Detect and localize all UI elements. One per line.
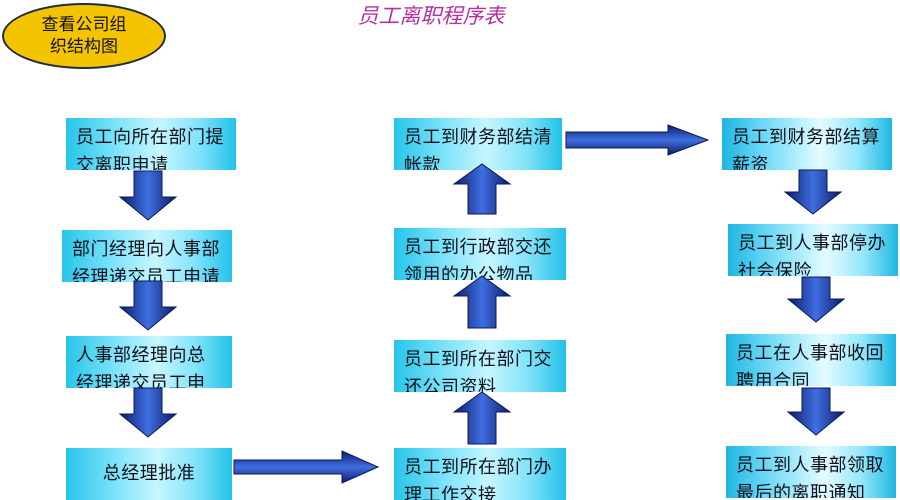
step-submit-resignation: 员工向所在部门提交离职申请 xyxy=(66,118,236,170)
step-settle-salary: 员工到财务部结算薪资 xyxy=(722,118,892,170)
arrow-right-bottom xyxy=(233,450,380,484)
step-work-handover: 员工到所在部门办理工作交接 xyxy=(394,448,566,500)
page-title: 员工离职程序表 xyxy=(357,4,505,28)
step-gm-approval: 总经理批准 xyxy=(66,448,232,500)
org-chart-button[interactable]: 查看公司组织结构图 xyxy=(2,3,166,69)
arrow-down-c1-3 xyxy=(118,387,178,438)
arrow-up-c2-3 xyxy=(452,163,512,215)
step-hr-manager-forward: 人事部经理向总经理递交员工申请 xyxy=(66,336,232,388)
step-collect-final-notice: 员工到人事部领取最后的离职通知 xyxy=(726,446,896,498)
arrow-up-c2-1 xyxy=(452,391,512,445)
arrow-up-c2-2 xyxy=(452,275,512,329)
step-return-contract: 员工在人事部收回聘用合同 xyxy=(726,334,896,386)
arrow-down-c3-2 xyxy=(786,276,846,323)
step-return-office-items: 员工到行政部交还领用的办公物品 xyxy=(394,228,566,280)
arrow-down-c1-1 xyxy=(118,170,178,221)
step-dept-manager-forward: 部门经理向人事部经理递交员工申请 xyxy=(62,230,232,282)
arrow-down-c3-3 xyxy=(786,387,846,436)
arrow-down-c1-2 xyxy=(118,280,178,331)
arrow-down-c3-1 xyxy=(783,169,843,215)
org-chart-button-label: 查看公司组织结构图 xyxy=(41,15,127,57)
step-return-company-docs: 员工到所在部门交还公司资料 xyxy=(394,340,566,392)
step-settle-accounts: 员工到财务部结清帐款 xyxy=(394,118,562,170)
arrow-right-top xyxy=(565,124,710,156)
step-stop-social-insurance: 员工到人事部停办社会保险 xyxy=(728,224,898,276)
